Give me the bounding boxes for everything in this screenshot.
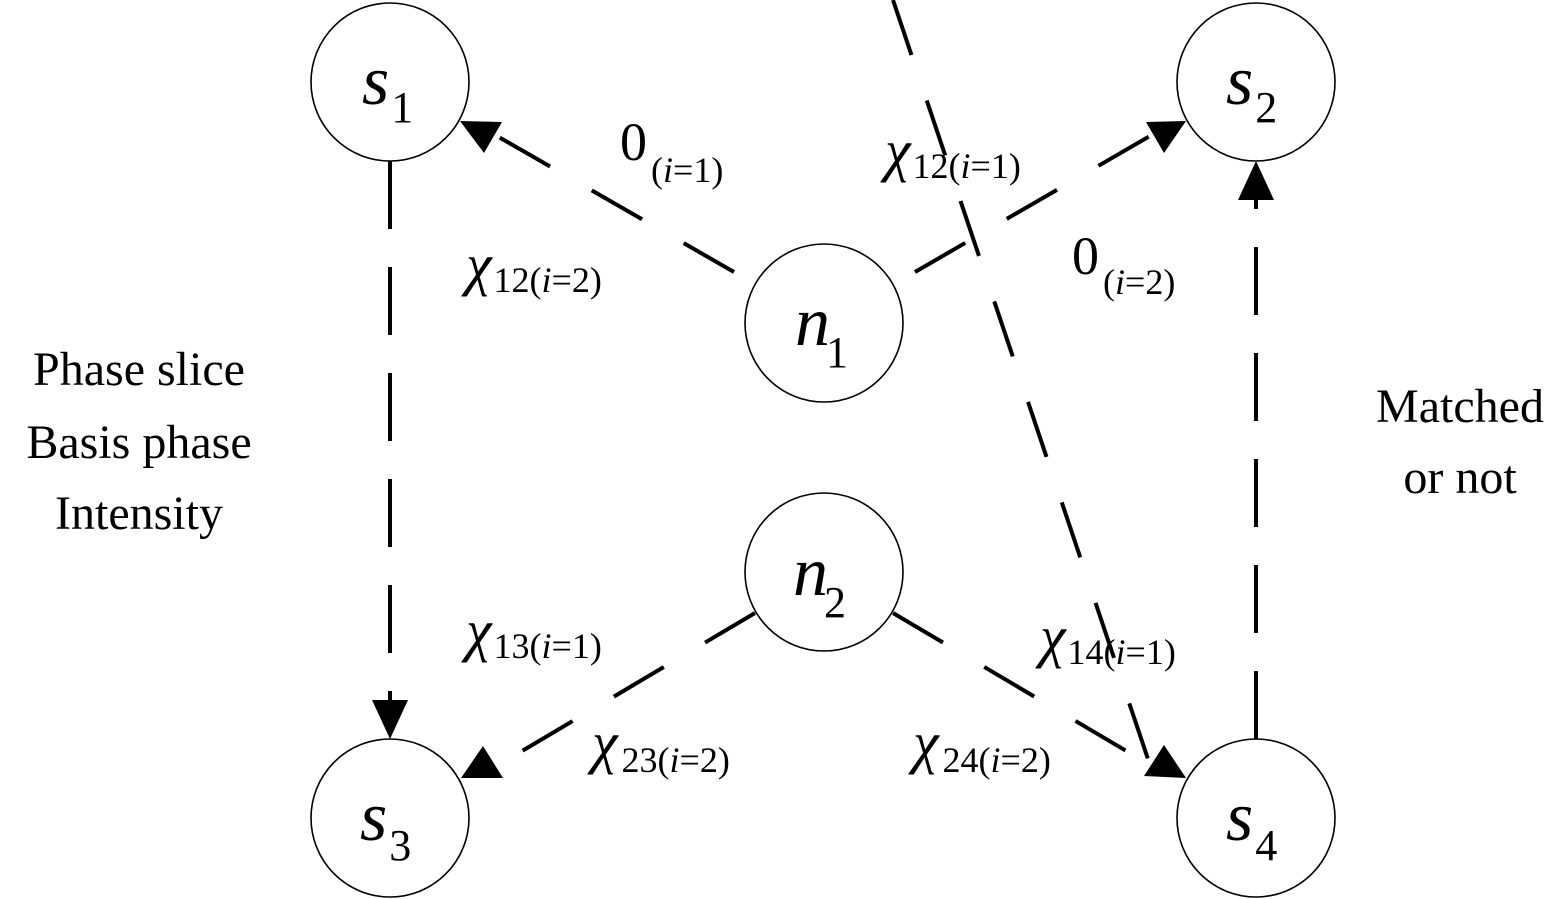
node-s1: s1 xyxy=(310,2,470,162)
svg-text:n2: n2 xyxy=(793,534,846,627)
arrowhead-n2-s4 xyxy=(1144,745,1186,778)
side-note-left: Phase slice Basis phase Intensity xyxy=(26,343,251,540)
edge-n1-s2 xyxy=(913,134,1152,274)
side-note-left-line-2: Basis phase xyxy=(26,416,251,469)
side-note-left-line-1: Phase slice xyxy=(33,343,245,396)
edge-label-n1-s1-i1: 0(i=1) xyxy=(620,112,723,190)
edge-n2-s4-line xyxy=(891,611,1152,767)
edge-label-n1-s1-i2: χ12(i=2) xyxy=(461,232,602,300)
side-note-right: Matched or not xyxy=(1376,380,1544,504)
svg-text:s3: s3 xyxy=(360,779,411,870)
svg-text:n1: n1 xyxy=(795,284,848,377)
node-s2: s2 xyxy=(1176,2,1336,162)
edge-n2-s4 xyxy=(891,0,1152,766)
edges xyxy=(372,0,1274,778)
side-note-left-line-3: Intensity xyxy=(55,487,223,540)
side-note-right-line-2: or not xyxy=(1403,451,1517,504)
edge-n1-s1 xyxy=(489,130,735,274)
arrowhead-n1-s1 xyxy=(460,121,502,153)
arrowhead-s1-s3 xyxy=(372,700,408,739)
svg-text:s2: s2 xyxy=(1226,43,1277,132)
edge-label-n2-s3-i1: χ13(i=1) xyxy=(461,598,602,666)
edge-label-n1-s2-i2: 0(i=2) xyxy=(1072,226,1175,302)
svg-text:s4: s4 xyxy=(1226,779,1277,870)
svg-text:s1: s1 xyxy=(362,43,413,132)
node-s3: s3 xyxy=(310,738,470,898)
arrowhead-n2-s3 xyxy=(461,746,503,778)
edge-label-n1-s2-i1: χ12(i=1) xyxy=(880,118,1021,186)
node-n1: n1 xyxy=(744,243,904,403)
edge-n2-s3 xyxy=(488,611,757,772)
node-s4: s4 xyxy=(1176,738,1336,898)
arrowhead-n1-s2 xyxy=(1146,121,1186,153)
node-n2: n2 xyxy=(744,492,904,652)
side-note-right-line-1: Matched xyxy=(1376,380,1544,433)
edge-label-n2-s4-i1: χ14(i=1) xyxy=(1035,604,1176,672)
arrowhead-s4-s2 xyxy=(1238,161,1274,200)
